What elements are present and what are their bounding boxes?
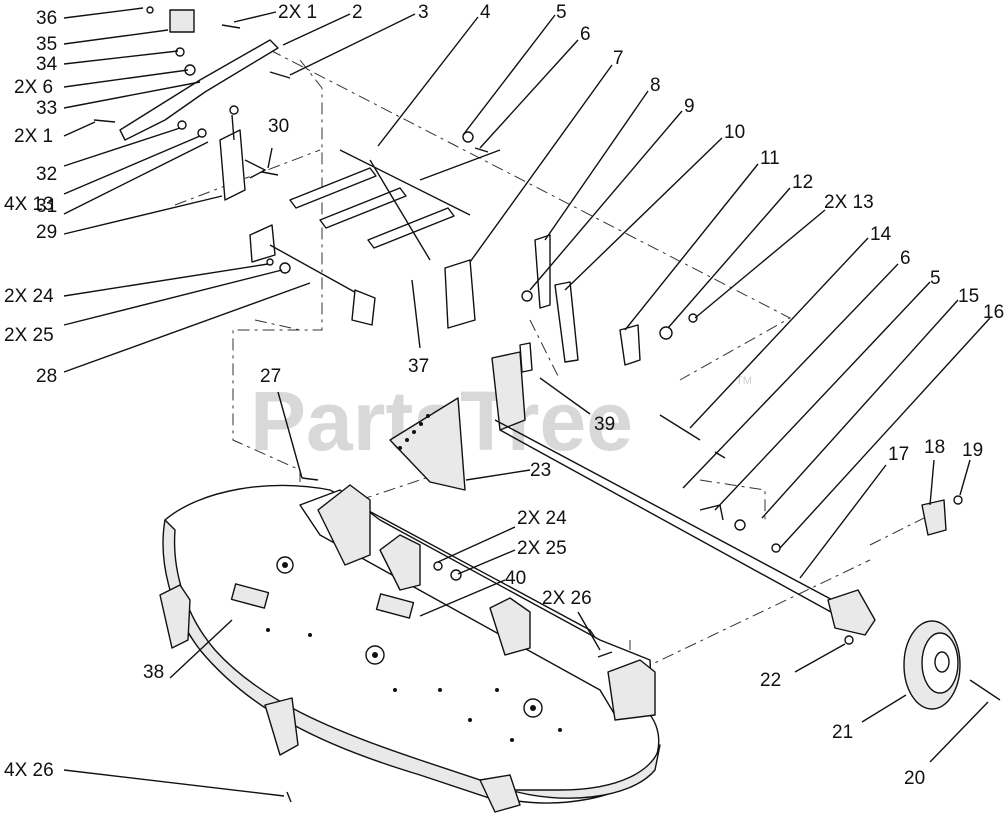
callout-7: 7 xyxy=(613,48,624,69)
callout-10: 10 xyxy=(724,122,745,143)
callout-2x25-mid: 2X 25 xyxy=(517,538,567,559)
callout-2: 2 xyxy=(352,2,363,23)
misc-hardware xyxy=(266,131,613,803)
callout-9: 9 xyxy=(684,96,695,117)
callout-15: 15 xyxy=(958,286,979,307)
callout-28: 28 xyxy=(36,366,57,387)
small-bracket-parts xyxy=(519,234,698,373)
callout-12: 12 xyxy=(792,172,813,193)
callout-2x24-left: 2X 24 xyxy=(4,286,54,307)
callout-6-top: 6 xyxy=(580,24,591,45)
rear-link xyxy=(249,224,376,326)
callout-17: 17 xyxy=(888,444,909,465)
callout-40: 40 xyxy=(505,568,526,589)
callout-3: 3 xyxy=(418,2,429,23)
callout-22: 22 xyxy=(760,670,781,691)
callout-16: 16 xyxy=(983,302,1004,323)
callout-30: 30 xyxy=(268,116,289,137)
callout-labels: 36 35 34 2X 6 33 2X 1 2 3 4 5 6 7 8 9 10… xyxy=(4,2,1004,789)
callout-36: 36 xyxy=(36,8,57,29)
callout-27: 27 xyxy=(260,366,281,387)
callout-39: 39 xyxy=(594,414,615,435)
callout-38: 38 xyxy=(143,662,164,683)
callout-4x26: 4X 26 xyxy=(4,760,54,781)
callout-35: 35 xyxy=(36,34,57,55)
callout-8: 8 xyxy=(650,75,661,96)
caster-wheel xyxy=(844,495,1001,710)
watermark-trademark: TM xyxy=(736,375,752,387)
callout-14: 14 xyxy=(870,224,892,245)
callout-5-right: 5 xyxy=(930,268,941,289)
callout-31: 31 xyxy=(36,196,57,217)
callout-33: 33 xyxy=(36,98,57,119)
callout-20: 20 xyxy=(904,768,925,789)
callout-11: 11 xyxy=(760,148,780,169)
callout-2x1-top: 2X 1 xyxy=(278,2,317,23)
callout-5-top: 5 xyxy=(556,2,567,23)
lift-link-shafts xyxy=(289,149,501,261)
callout-23: 23 xyxy=(530,460,551,481)
callout-2x6: 2X 6 xyxy=(14,77,53,98)
mounting-plates xyxy=(389,259,476,491)
callout-6-right: 6 xyxy=(900,248,911,269)
callout-2x13: 2X 13 xyxy=(824,192,874,213)
callout-leaders xyxy=(63,7,991,797)
callout-2x26: 2X 26 xyxy=(542,588,592,609)
callout-2x1-left: 2X 1 xyxy=(14,126,53,147)
callout-19: 19 xyxy=(962,440,983,461)
callout-34: 34 xyxy=(36,54,58,75)
deck-top-brackets xyxy=(317,484,656,721)
callout-2x25-left: 2X 25 xyxy=(4,325,54,346)
callout-4: 4 xyxy=(480,2,491,23)
lift-arm-assembly xyxy=(93,6,291,141)
mower-deck-shell xyxy=(162,484,661,806)
callout-29: 29 xyxy=(36,222,57,243)
upper-bracket xyxy=(177,105,279,201)
main-axle xyxy=(491,351,876,636)
callout-21: 21 xyxy=(832,722,853,743)
callout-32: 32 xyxy=(36,164,57,185)
callout-18: 18 xyxy=(924,437,945,458)
deck-side-hangers xyxy=(159,584,521,813)
callout-4x13: 4X 13 xyxy=(4,194,54,215)
callout-37: 37 xyxy=(408,356,429,377)
callout-2x24-mid: 2X 24 xyxy=(517,508,567,529)
